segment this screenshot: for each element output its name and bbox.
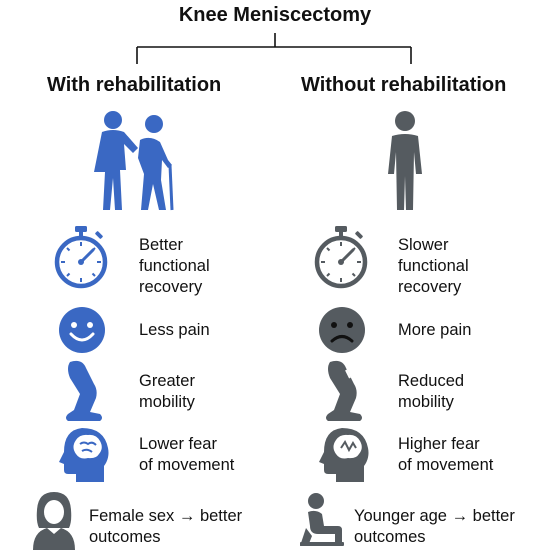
seated-person-icon xyxy=(300,493,344,546)
left-column-heading: With rehabilitation xyxy=(47,74,222,96)
leg-icon xyxy=(66,360,102,421)
right-column-heading: Without rehabilitation xyxy=(301,74,507,96)
woman-icon xyxy=(33,492,75,550)
caregiver-assisting-elderly-icon xyxy=(94,111,174,211)
left-item-2-text: Less pain xyxy=(139,321,210,339)
head-brain-icon xyxy=(59,428,109,482)
right-item-2-text: More pain xyxy=(398,321,472,339)
diagram-title: Knee Meniscectomy xyxy=(178,4,372,26)
leg-icon xyxy=(326,360,362,421)
smiling-face-icon xyxy=(59,307,105,353)
head-brain-icon xyxy=(319,428,369,482)
standing-person-icon xyxy=(388,111,422,210)
stopwatch-icon xyxy=(54,226,108,289)
sad-face-icon xyxy=(319,307,365,353)
stopwatch-icon xyxy=(314,226,368,289)
